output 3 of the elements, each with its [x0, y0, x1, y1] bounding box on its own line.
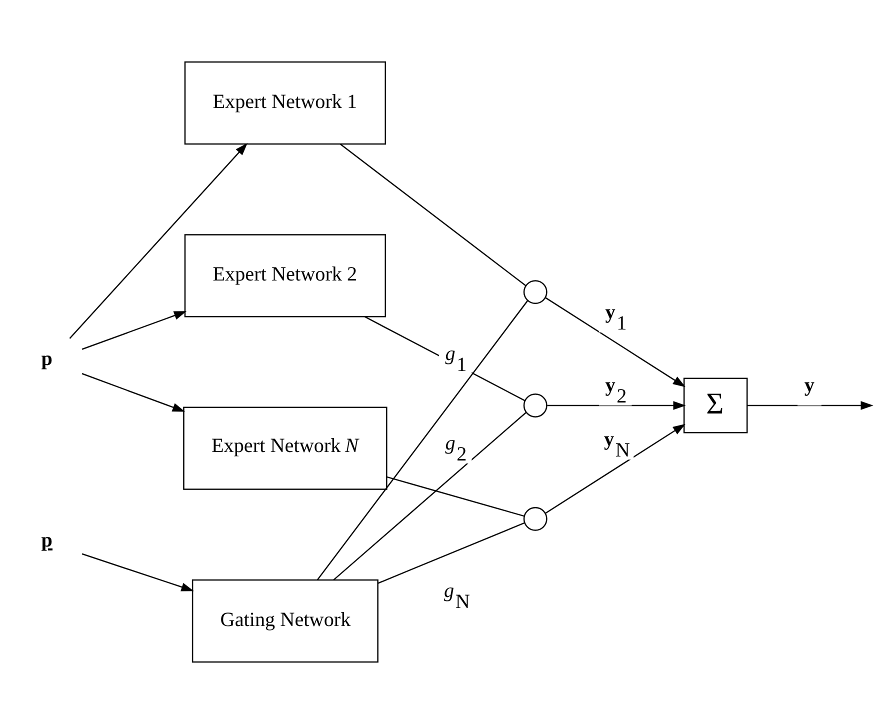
node-text: p: [41, 528, 53, 551]
edge-label: y: [804, 374, 815, 396]
node-text: p: [41, 347, 53, 370]
